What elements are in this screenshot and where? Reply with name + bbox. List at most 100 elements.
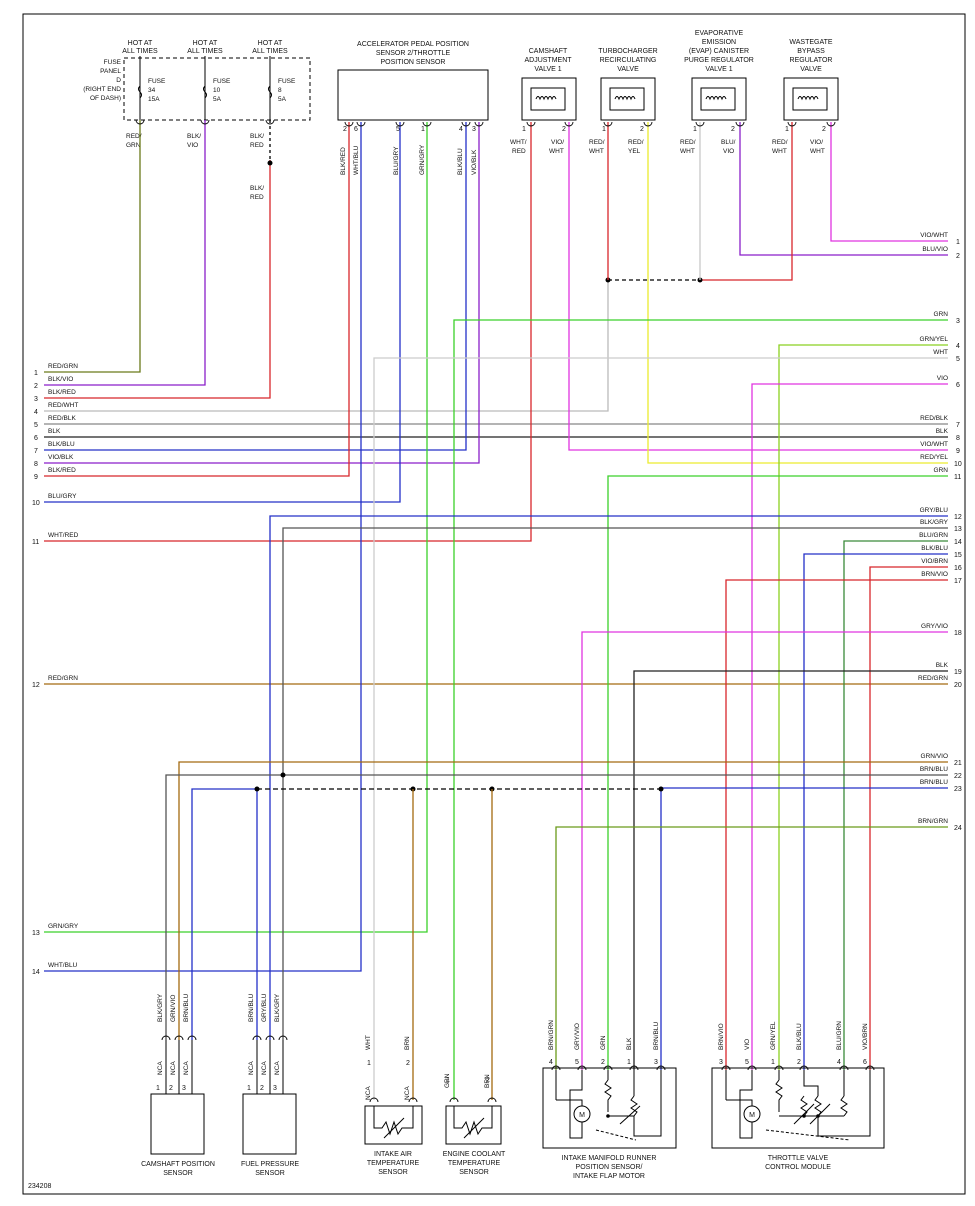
pin-number: 1 (446, 1077, 450, 1084)
pin-number: 1 (247, 1085, 251, 1092)
nca-label: NCA (274, 1061, 281, 1075)
fuse-hot-label: HOT AT (258, 40, 283, 47)
connector-pin: 23 (954, 786, 962, 793)
component-title: ADJUSTMENT (524, 57, 572, 64)
wire-label: BLK/BLU (457, 148, 464, 175)
pin-number: 5 (396, 126, 400, 133)
wire-label: BLK/GRY (157, 993, 164, 1022)
connector-pin: 7 (956, 422, 960, 429)
wire-label: GRY/BLU (920, 507, 949, 514)
solenoid-symbol (792, 87, 828, 111)
wire-wht-red-11 (44, 122, 532, 542)
pin-number: 6 (354, 126, 358, 133)
wire-label: GRN (600, 1035, 607, 1050)
component-title: SENSOR (255, 1170, 285, 1177)
wire-label: WHT (365, 1035, 372, 1050)
pin-number: 5 (575, 1059, 579, 1066)
wire-gry-vio-18 (581, 631, 948, 1070)
connector-pin: 22 (954, 773, 962, 780)
connector-pin: 14 (32, 969, 40, 976)
pin-number: 1 (156, 1085, 160, 1092)
solenoid-symbol (609, 87, 645, 111)
nca-label: NCA (183, 1061, 190, 1075)
nca-label: NCA (365, 1086, 372, 1100)
wire-label: RED/ (589, 139, 605, 146)
connector-pin: 6 (34, 435, 38, 442)
component-body (521, 77, 577, 121)
wire-label: GRN (126, 142, 141, 149)
camshaft-position-sensor: BLK/GRY GRN/VIO BRN/BLU NCA NCA NCA 1 2 … (141, 993, 215, 1177)
turbocharger-recirculating-valve: TURBOCHARGER RECIRCULATING VALVE 1 2 RED… (589, 48, 658, 155)
wire-label: BLK/ (187, 133, 201, 140)
pin-number: 2 (797, 1059, 801, 1066)
fuse-panel-label-0: FUSE (104, 59, 122, 66)
wire-blk-blu-15 (803, 553, 948, 1070)
pin-number: 2 (260, 1085, 264, 1092)
component-body (600, 77, 656, 121)
component-body (242, 1093, 297, 1155)
wastegate-bypass-regulator-valve: WASTEGATE BYPASS REGULATOR VALVE 1 2 RED… (772, 39, 839, 155)
wire-label: GRN/YEL (919, 336, 948, 343)
wire-label: BLU/GRY (393, 146, 400, 175)
wire-label: BLU/ (721, 139, 736, 146)
splice-dot (280, 772, 286, 778)
connector-pin: 4 (956, 343, 960, 350)
wire-label: VIO/BRN (862, 1023, 869, 1050)
component-title: INTAKE MANIFOLD RUNNER (562, 1155, 657, 1162)
diagram-border (22, 13, 966, 1195)
connector-pin: 3 (956, 318, 960, 325)
wire-label: BLK/RED (48, 389, 76, 396)
wire-label: BRN/GRN (548, 1020, 555, 1050)
component-body (711, 1067, 885, 1149)
wire-label: BLK/ (250, 185, 264, 192)
connector-pin: 14 (954, 539, 962, 546)
connector-pin: 10 (954, 461, 962, 468)
pin-number: 4 (459, 126, 463, 133)
wire-blk-gry-cam (165, 774, 283, 1040)
wire-label: BLK/ (250, 133, 264, 140)
pin-number: 2 (731, 126, 735, 133)
wire-label: WHT (680, 148, 695, 155)
wire-label: WHT (933, 349, 948, 356)
pin-number: 2 (169, 1085, 173, 1092)
fuse-panel-box (123, 57, 311, 121)
wire-label: BLK/GRY (274, 993, 281, 1022)
right-connector: 1 VIO/WHT 2 BLU/VIO 3 GRN 4 GRN/YEL 5 WH… (918, 232, 962, 832)
connector-pin: 8 (956, 435, 960, 442)
connector-pin: 4 (34, 409, 38, 416)
wire-blu-gry-10 (44, 122, 401, 503)
pin-number: 2 (601, 1059, 605, 1066)
wire-label: RED/BLK (920, 415, 948, 422)
pin-number: 2 (822, 126, 826, 133)
wire-grn-3 (453, 319, 948, 1100)
wire-grn-yel-4 (778, 344, 948, 1070)
wire-label: BLK/BLU (48, 441, 75, 448)
pin-number: 3 (654, 1059, 658, 1066)
wire-label: GRY/VIO (574, 1023, 581, 1050)
throttle-valve-control-module: 3 5 1 2 4 6 BRN/VIO VIO GRN/YEL BLK/BLU … (711, 1021, 885, 1171)
component-body (150, 1093, 205, 1155)
wire-label: GRN/VIO (170, 995, 177, 1022)
wire-label: WHT/ (510, 139, 527, 146)
component-body (542, 1067, 677, 1149)
component-title: FUEL PRESSURE (241, 1161, 299, 1168)
wire-blk-red-9 (44, 122, 350, 477)
wire-vio-wht-9 (568, 122, 948, 451)
wire-label: VIO/ (551, 139, 564, 146)
nca-label: NCA (157, 1061, 164, 1075)
wire-label: BLK/RED (48, 467, 76, 474)
wire-brn-blu-cam (191, 788, 257, 1040)
wire-label: GRN (934, 467, 949, 474)
wire-label: WHT/RED (48, 532, 79, 539)
pin-number: 6 (863, 1059, 867, 1066)
connector-pin: 5 (34, 422, 38, 429)
fuse-hot-label: ALL TIMES (122, 48, 158, 55)
wire-label: VIO (723, 148, 734, 155)
fuse-rating: 5A (213, 96, 222, 103)
wire-label: BRN/BLU (653, 1022, 660, 1050)
fuse-symbol (138, 85, 142, 99)
fuse-rating: 5A (278, 96, 287, 103)
wire-label: VIO/BLK (48, 454, 74, 461)
connector-pin: 9 (34, 474, 38, 481)
connector-arcs (135, 119, 875, 1103)
